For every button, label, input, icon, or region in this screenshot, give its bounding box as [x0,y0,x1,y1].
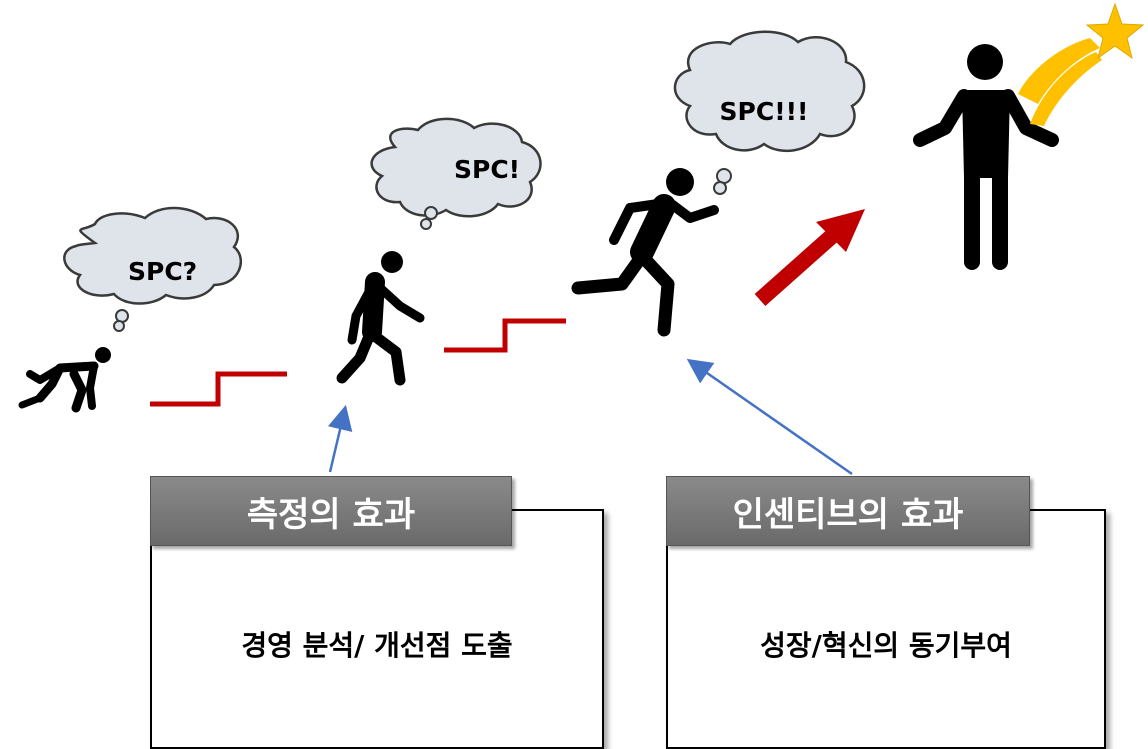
thought-bubble-1: SPC? [63,206,243,332]
shooting-star-icon [1018,2,1145,126]
incentive-effect-text: 성장/혁신의 동기부여 [760,629,1012,662]
step-line-1 [150,371,287,407]
measure-effect-title: 측정의 효과 [150,476,512,546]
blue-arrow-measure [327,404,353,473]
bubble-text-2: SPC! [454,155,520,184]
step-line-2 [444,318,566,353]
crouching-person-icon [18,347,111,413]
big-red-arrow [754,209,865,306]
standing-person-icon [913,44,1059,270]
incentive-effect-body-box [666,509,1106,749]
thought-bubble-3: SPC!!! [673,30,866,195]
running-person-icon [571,168,719,337]
thought-bubble-2: SPC! [370,117,542,230]
bubble-text-3: SPC!!! [720,97,809,126]
measure-effect-body-box [150,509,604,749]
walking-person-icon [336,251,425,386]
bubble-text-1: SPC? [128,257,197,286]
incentive-effect-title: 인센티브의 효과 [666,476,1030,546]
measure-effect-text: 경영 분석/ 개선점 도출 [241,629,513,662]
blue-arrow-incentive [686,358,853,476]
